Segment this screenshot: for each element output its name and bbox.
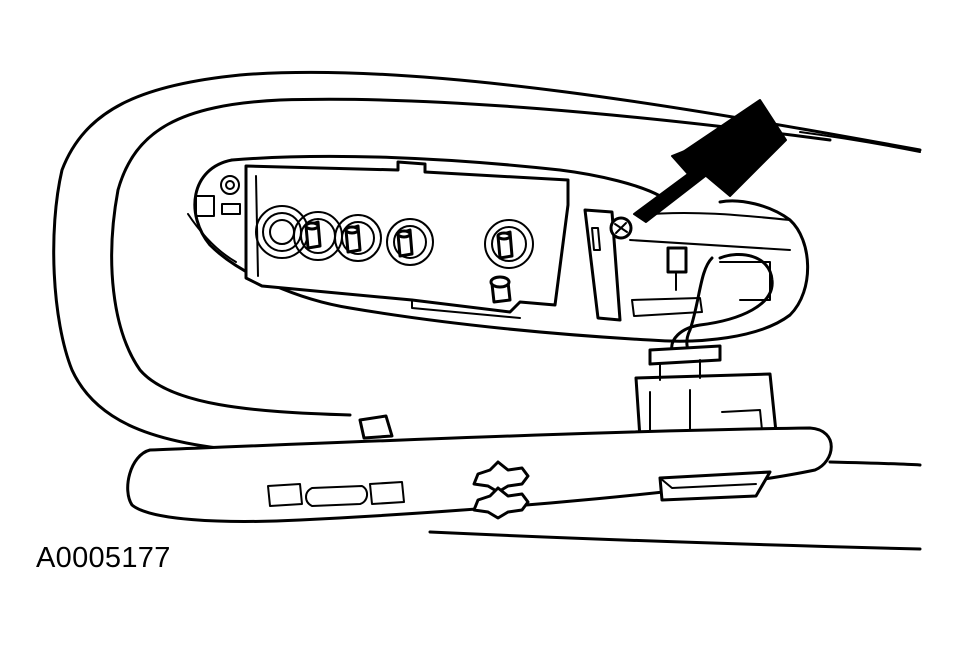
arrow-icon	[633, 99, 787, 223]
trim-knob-upper	[472, 460, 530, 494]
console-trim-panel	[126, 414, 833, 523]
switch-knob-3	[334, 214, 382, 262]
mounting-bracket	[583, 208, 633, 322]
trim-button-center	[305, 485, 368, 507]
switch-knob-6	[489, 275, 512, 304]
switch-module	[244, 160, 570, 319]
figure-id-label: A0005177	[36, 542, 171, 574]
trim-knob-lower	[472, 486, 530, 520]
wiring-bay	[629, 211, 791, 358]
trim-button-left	[267, 483, 303, 507]
electrical-connector	[634, 344, 778, 440]
switch-knob-4	[386, 218, 434, 266]
console-opening	[187, 154, 810, 343]
switch-knob-5	[484, 219, 534, 269]
trim-button-right	[369, 481, 405, 505]
headliner-outline	[52, 70, 922, 551]
